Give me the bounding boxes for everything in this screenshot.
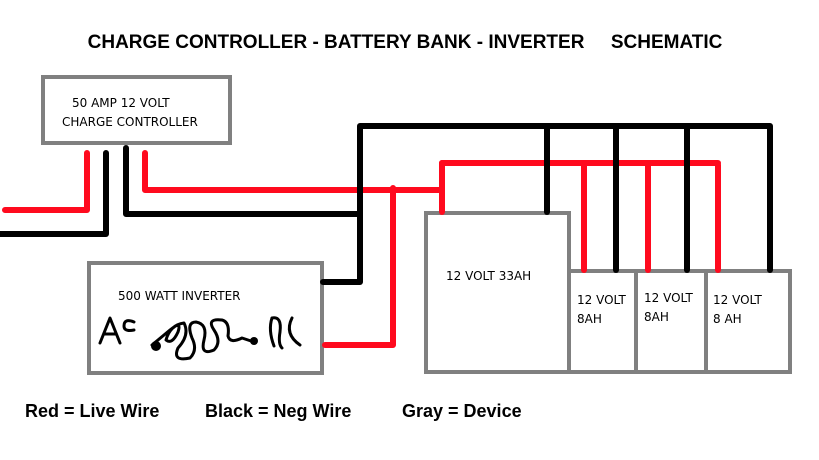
- charge-controller: 50 AMP 12 VOLT CHARGE CONTROLLER: [41, 75, 232, 145]
- battery-3-label-line2: 8 AH: [713, 312, 742, 326]
- battery-1-label-line2: 8AH: [577, 312, 602, 326]
- battery-3: 12 VOLT 8 AH: [704, 269, 792, 374]
- legend-gray: Gray = Device: [402, 401, 522, 421]
- legend: Red = Live Wire Black = Neg Wire Gray = …: [25, 401, 522, 421]
- battery-main-box: [424, 211, 571, 374]
- inverter-label: 500 WATT INVERTER: [118, 289, 241, 303]
- legend-red: Red = Live Wire: [25, 401, 159, 421]
- neg-wire-controller-to-bank: [123, 145, 363, 217]
- scribble-dot-left: [151, 341, 161, 351]
- legend-black: Black = Neg Wire: [205, 401, 351, 421]
- scribble-dot-right: [250, 337, 258, 345]
- battery-2: 12 VOLT 8AH: [634, 269, 708, 374]
- ac-dc-scribble-icon: [98, 316, 302, 361]
- neg-wire-busbar: [320, 123, 773, 285]
- battery-1-box: [567, 269, 638, 374]
- battery-1-label-line1: 12 VOLT: [577, 293, 627, 307]
- battery-3-box: [704, 269, 792, 374]
- neg-wire-input: [0, 150, 109, 237]
- diagram-title: CHARGE CONTROLLER - BATTERY BANK - INVER…: [88, 32, 723, 53]
- inverter-box: [87, 261, 324, 375]
- battery-2-label-line1: 12 VOLT: [644, 291, 694, 305]
- charge-controller-box: [41, 75, 232, 145]
- live-wire-input: [2, 150, 90, 213]
- battery-2-label-line2: 8AH: [644, 310, 669, 324]
- battery-1: 12 VOLT 8AH: [567, 269, 638, 374]
- charge-controller-label-line2: CHARGE CONTROLLER: [62, 115, 198, 129]
- battery-main: 12 VOLT 33AH: [424, 211, 571, 374]
- live-wires: [2, 150, 721, 348]
- battery-main-label: 12 VOLT 33AH: [446, 269, 531, 283]
- live-wire-controller-to-bank: [142, 150, 445, 193]
- neg-wires: [0, 123, 773, 285]
- inverter: 500 WATT INVERTER: [87, 261, 324, 375]
- live-wire-inverter: [322, 185, 396, 348]
- charge-controller-label-line1: 50 AMP 12 VOLT: [72, 96, 170, 110]
- battery-3-label-line1: 12 VOLT: [713, 293, 763, 307]
